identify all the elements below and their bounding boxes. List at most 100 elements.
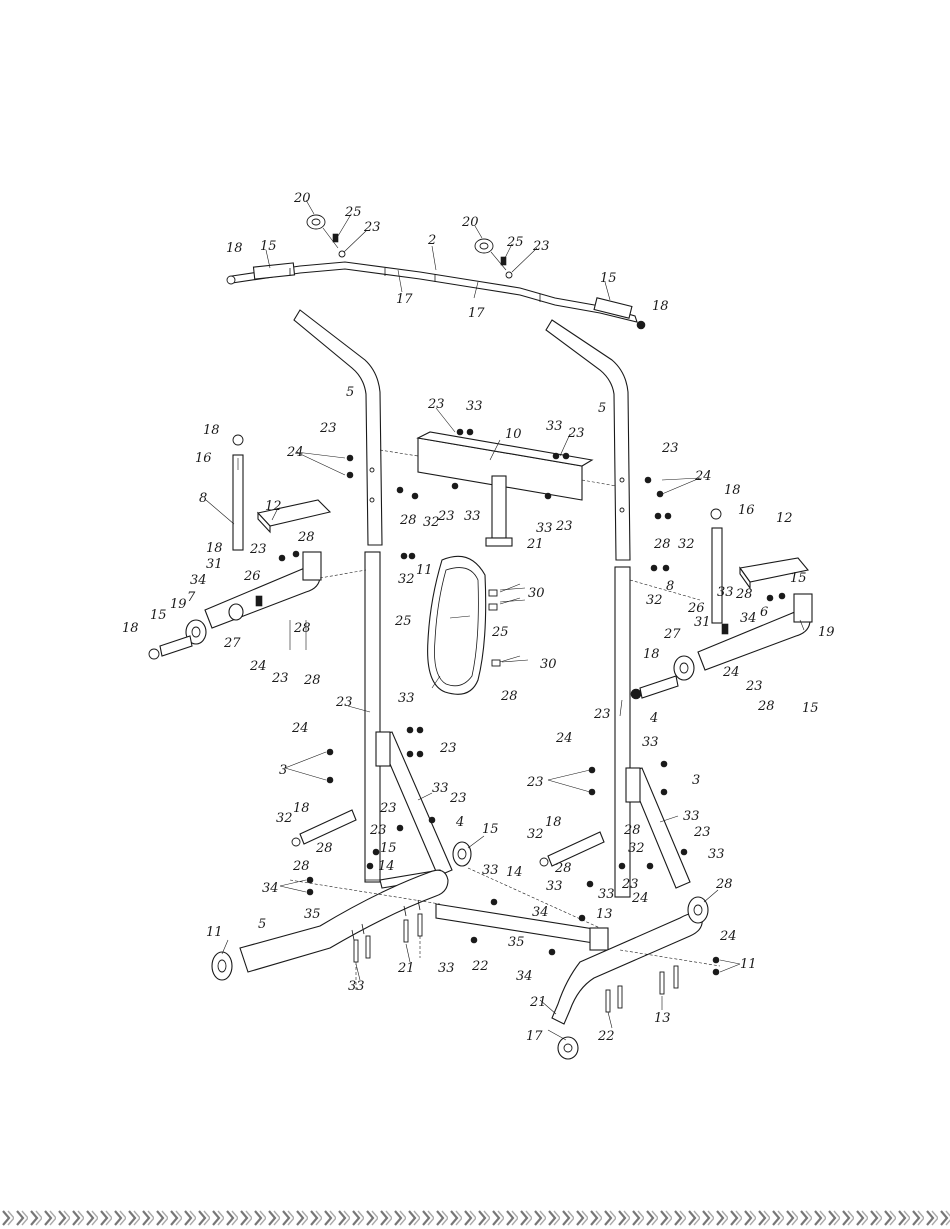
callout: 32 (276, 811, 293, 826)
callout: 15 (600, 271, 617, 286)
leader-lines (205, 199, 805, 1041)
callout: 28 (554, 861, 572, 876)
callout: 21 (526, 537, 544, 552)
callout: 26 (687, 601, 705, 616)
callout: 2 (427, 233, 436, 248)
callout: 23 (427, 397, 445, 412)
callout: 33 (466, 399, 483, 414)
callout: 32 (398, 572, 415, 587)
callout: 24 (719, 929, 737, 944)
callout: 33 (398, 691, 415, 706)
callout: 16 (195, 451, 212, 466)
callout: 17 (468, 306, 485, 321)
callout: 28 (399, 513, 417, 528)
callout: 33 (683, 809, 700, 824)
callout: 15 (150, 608, 167, 623)
callout: 21 (529, 995, 547, 1010)
callout: 33 (482, 863, 499, 878)
callout: 24 (291, 721, 309, 736)
callout: 28 (735, 587, 753, 602)
callout: 28 (315, 841, 333, 856)
callout: 18 (724, 483, 741, 498)
callout: 33 (546, 419, 563, 434)
callout: 34 (190, 573, 207, 588)
callout: 33 (546, 879, 563, 894)
callout: 28 (623, 823, 641, 838)
callout: 21 (397, 961, 415, 976)
callout: 35 (304, 907, 321, 922)
callout: 33 (438, 961, 455, 976)
callout: 24 (631, 891, 649, 906)
callout: 28 (293, 621, 311, 636)
callout-labels: 20 25 23 20 25 23 2 18 15 17 17 15 18 5 … (122, 191, 835, 1044)
callout: 22 (471, 959, 489, 974)
callout: 33 (598, 887, 615, 902)
callout: 33 (464, 509, 481, 524)
callout: 23 (363, 220, 381, 235)
callout: 18 (545, 815, 562, 830)
callout: 16 (738, 503, 755, 518)
callout: 18 (203, 423, 220, 438)
callout: 28 (653, 537, 671, 552)
callout: 33 (432, 781, 449, 796)
callout: 15 (482, 822, 499, 837)
callout: 28 (757, 699, 775, 714)
callout: 23 (319, 421, 337, 436)
callout: 33 (717, 585, 734, 600)
callout: 3 (279, 763, 287, 778)
callout: 24 (286, 445, 304, 460)
back-pad (427, 555, 529, 695)
callout: 25 (506, 235, 524, 250)
callout: 26 (243, 569, 261, 584)
callout: 28 (297, 530, 315, 545)
callout: 31 (694, 615, 711, 630)
callout: 34 (740, 611, 757, 626)
callout: 24 (694, 469, 712, 484)
callout: 27 (663, 627, 681, 642)
callout: 23 (621, 877, 639, 892)
callout: 32 (423, 515, 440, 530)
callout: 34 (262, 881, 279, 896)
callout: 34 (516, 969, 533, 984)
callout: 8 (199, 491, 207, 506)
callout: 20 (293, 191, 311, 206)
callout: 35 (508, 935, 525, 950)
hardware (278, 428, 786, 976)
callout: 32 (527, 827, 544, 842)
callout: 23 (249, 542, 267, 557)
callout: 23 (567, 426, 585, 441)
callout: 18 (652, 299, 669, 314)
callout: 15 (260, 239, 277, 254)
callout: 25 (394, 614, 412, 629)
callout: 5 (346, 385, 354, 400)
callout: 23 (693, 825, 711, 840)
left-arm-assembly (148, 434, 367, 660)
callout: 4 (455, 815, 464, 830)
callout: 4 (649, 711, 658, 726)
top-crossbar (226, 214, 646, 330)
callout: 18 (293, 801, 310, 816)
left-lower-arm (291, 809, 357, 847)
callout: 18 (226, 241, 243, 256)
callout: 14 (378, 859, 395, 874)
callout: 23 (661, 441, 679, 456)
callout: 23 (526, 775, 544, 790)
callout: 33 (642, 735, 659, 750)
right-lower-brace (625, 767, 691, 889)
callout: 20 (461, 215, 479, 230)
callout: 11 (206, 925, 223, 940)
callout: 23 (745, 679, 763, 694)
callout: 23 (593, 707, 611, 722)
callout: 28 (500, 689, 518, 704)
callout: 18 (122, 621, 139, 636)
callout: 32 (628, 841, 645, 856)
callout: 33 (348, 979, 365, 994)
callout: 24 (722, 665, 740, 680)
callout: 19 (170, 597, 187, 612)
callout: 6 (760, 605, 768, 620)
callout: 33 (536, 521, 553, 536)
callout: 23 (532, 239, 550, 254)
callout: 5 (258, 917, 266, 932)
callout: 18 (206, 541, 223, 556)
